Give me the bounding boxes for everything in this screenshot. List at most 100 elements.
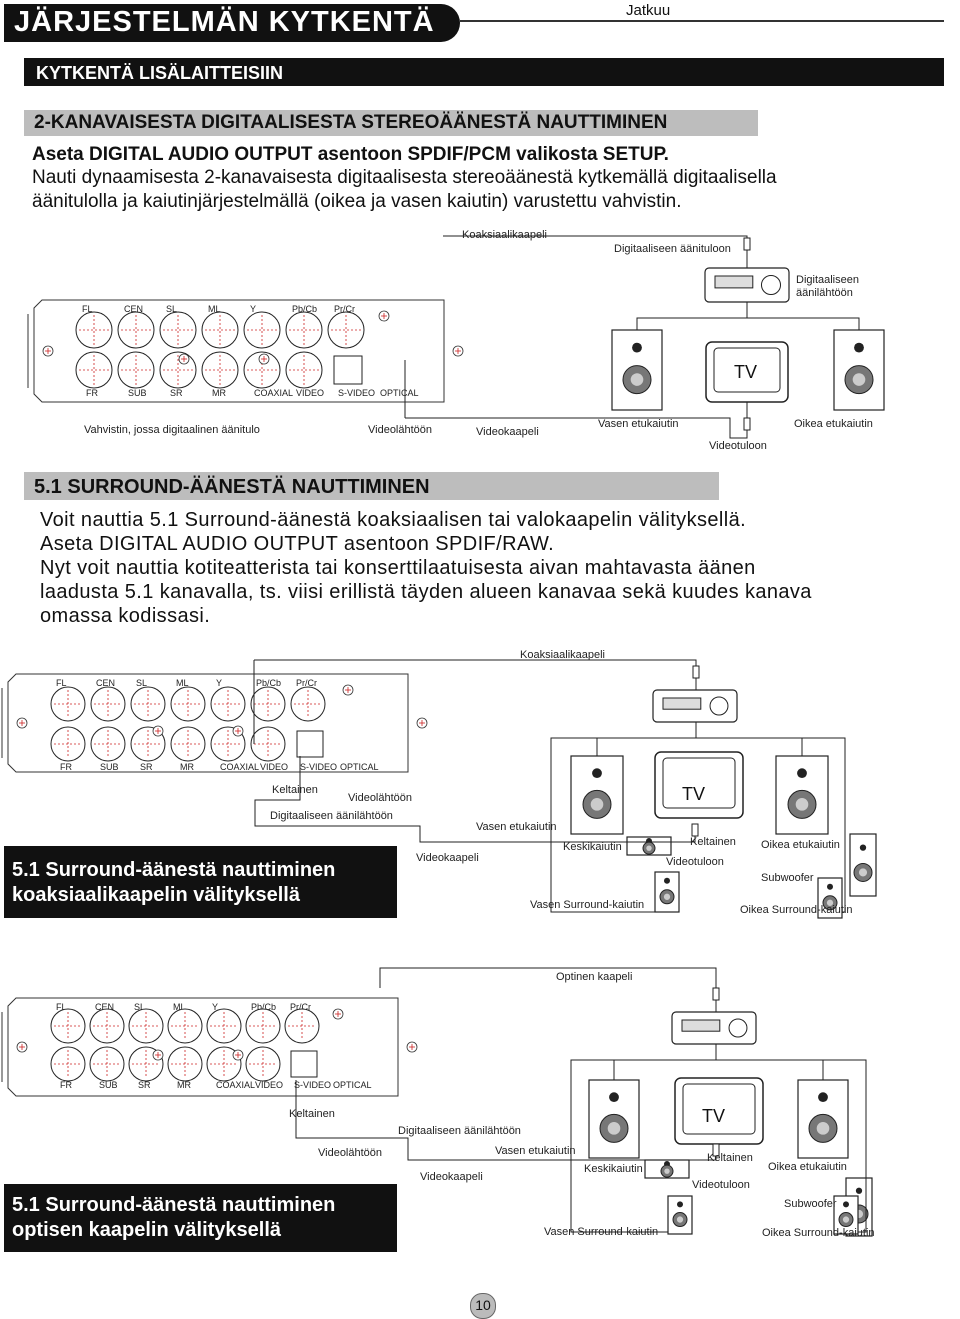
speaker-cone <box>646 845 652 851</box>
panel-bottom-label: SUB <box>128 388 147 398</box>
speaker-cone <box>630 373 644 386</box>
page-number: 10 <box>475 1297 491 1313</box>
panel-top-label: CEN <box>95 1002 114 1012</box>
panel-outline <box>33 299 445 403</box>
panel-top-label: Pr/Cr <box>290 1002 311 1012</box>
rca-jack <box>75 311 113 349</box>
panel-top-label: Pr/Cr <box>296 678 317 688</box>
cable <box>696 737 803 756</box>
cable <box>443 235 748 268</box>
speaker-cone <box>816 1122 830 1135</box>
panel-bottom-label: COAXIAL <box>220 762 259 772</box>
panel-outline <box>7 673 409 773</box>
panel-bottom-label: COAXIAL <box>216 1080 255 1090</box>
speaker-cone <box>858 868 868 877</box>
panel-bottom-label: SR <box>170 388 183 398</box>
panel-top-label: CEN <box>124 304 143 314</box>
title-bar <box>4 4 460 42</box>
rca-jack <box>243 351 281 389</box>
d2-tv-label: TV <box>682 784 706 804</box>
cable-plug <box>691 823 699 837</box>
panel-bottom-label: S-VIDEO <box>294 1080 331 1090</box>
cable <box>636 302 748 330</box>
speaker-tweeter <box>797 768 807 779</box>
d3-video-out-label: Videolähtöön <box>318 1147 383 1159</box>
cable <box>550 722 697 913</box>
d2-caption-line-2: koaksiaalikaapelin välityksellä <box>12 884 300 906</box>
stereo-line-2: Nauti dynaamisesta 2-kanavaisesta digita… <box>32 167 777 188</box>
panel-bottom-label: OPTICAL <box>333 1080 372 1090</box>
d3-right-surround-label: Oikea Surround-kaiutin <box>762 1227 875 1239</box>
panel-bottom-label: S-VIDEO <box>300 762 337 772</box>
d3-yellow-label: Keltainen <box>289 1108 335 1120</box>
cable <box>716 1059 824 1080</box>
panel-bottom-label: OPTICAL <box>340 762 379 772</box>
speaker-cone <box>590 798 604 811</box>
d2-center-label: Keskikaiutin <box>563 841 622 853</box>
d2-digital-out-label: Digitaaliseen äänilähtöön <box>270 810 393 822</box>
panel-bottom-label: COAXIAL <box>254 388 293 398</box>
d2-coax-cable-label: Koaksiaalikaapeli <box>520 649 605 661</box>
section-title: KYTKENTÄ LISÄLAITTEISIIN <box>36 63 283 83</box>
d3-yellow2-label: Keltainen <box>707 1152 753 1164</box>
speaker-tweeter <box>818 1092 828 1103</box>
d1-digital-out-label: Digitaaliseen äänilähtöön <box>796 274 859 299</box>
receiver-display <box>662 697 702 710</box>
cable <box>254 756 696 843</box>
d1-right-front-label: Oikea etukaiutin <box>794 418 873 430</box>
continued-label: Jatkuu <box>626 2 671 19</box>
speaker-tweeter <box>827 883 833 890</box>
receiver-knob <box>728 1018 748 1038</box>
panel-top-label: Y <box>216 678 222 688</box>
d2-right-front-label: Oikea etukaiutin <box>761 839 840 851</box>
speaker-tweeter <box>592 768 602 779</box>
rca-jack <box>117 311 155 349</box>
receiver-knob <box>760 274 782 296</box>
d3-video-cable-label: Videokaapeli <box>420 1171 483 1183</box>
d3-caption-line-2: optisen kaapelin välityksellä <box>12 1219 282 1241</box>
panel-bottom-label: SR <box>140 762 153 772</box>
d2-video-cable-label: Videokaapeli <box>416 852 479 864</box>
speaker-cone <box>676 1216 684 1223</box>
d2-yellow2-label: Keltainen <box>690 836 736 848</box>
panel-top-label: Pr/Cr <box>334 304 355 314</box>
receiver-knob <box>709 696 729 716</box>
speaker-tweeter <box>664 877 670 884</box>
surround-heading-bar <box>24 472 719 500</box>
d1-video-cable-label: Videokaapeli <box>476 426 539 438</box>
cable-plug <box>692 665 700 679</box>
speaker-cone <box>663 893 671 900</box>
cable <box>254 659 697 690</box>
d3-left-front-label: Vasen etukaiutin <box>495 1145 576 1157</box>
panel-top-label: Pb/Cb <box>292 304 317 314</box>
panel-bottom-label: SUB <box>99 1080 118 1090</box>
d1-video-in-label: Videotuloon <box>709 440 767 452</box>
d2-right-surround-label: Oikea Surround-kaiutin <box>740 904 853 916</box>
d1-tv-label: TV <box>734 362 758 382</box>
stereo-line-1: Aseta DIGITAL AUDIO OUTPUT asentoon SPDI… <box>32 144 669 165</box>
cable <box>747 317 860 330</box>
d1-digital-in-label: Digitaaliseen äänituloon <box>614 243 731 255</box>
panel-bottom-label: OPTICAL <box>380 388 419 398</box>
speaker-cone <box>795 798 809 811</box>
panel-bottom-label: SR <box>138 1080 151 1090</box>
d1-left-front-label: Vasen etukaiutin <box>598 418 679 430</box>
cable <box>613 1059 716 1080</box>
optical-port <box>296 730 324 758</box>
speaker-cone <box>842 1216 850 1223</box>
optical-port <box>290 1050 318 1078</box>
optical-port <box>333 355 363 385</box>
panel-bottom-label: FR <box>60 1080 72 1090</box>
d2-subwoofer-label: Subwoofer <box>761 872 814 884</box>
speaker-tweeter <box>609 1092 619 1103</box>
panel-top-label: SL <box>134 1002 145 1012</box>
cable <box>295 1080 717 1161</box>
speaker-tweeter <box>854 342 864 353</box>
rca-jack <box>159 351 197 389</box>
speaker-tweeter <box>843 1201 849 1208</box>
tv-screen <box>682 1083 756 1135</box>
d3-right-front-label: Oikea etukaiutin <box>768 1161 847 1173</box>
d3-subwoofer-label: Subwoofer <box>784 1198 837 1210</box>
rca-jack <box>243 311 281 349</box>
